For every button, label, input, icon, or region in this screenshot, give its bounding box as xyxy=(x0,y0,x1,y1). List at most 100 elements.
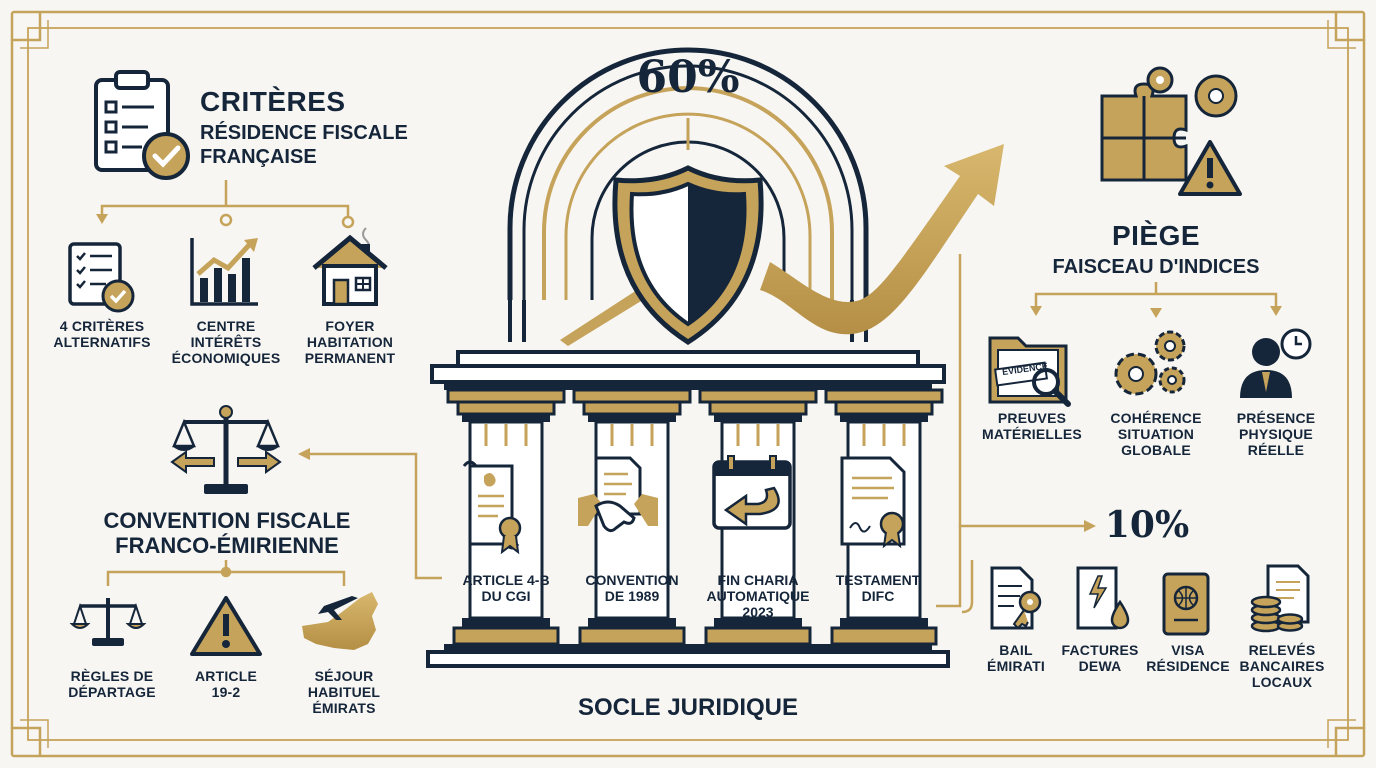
shield-icon xyxy=(612,165,764,345)
pillar-4-label: Testament DIFC xyxy=(818,572,938,604)
warning-icon xyxy=(190,596,262,656)
decorative-frame xyxy=(10,10,1366,758)
person-clock-icon xyxy=(1240,328,1312,398)
criteria-item-2: Centre intérêts économiques xyxy=(156,318,296,366)
pillar-3-line2: automatique xyxy=(706,588,810,605)
trap-item-3-line3: réelle xyxy=(1247,442,1305,459)
convention-item-2-line1: Article xyxy=(194,668,258,684)
pillar-2-line1: Convention xyxy=(585,572,679,588)
pillar-4-line2: DIFC xyxy=(861,588,895,605)
trap-item-1-line2: matérielles xyxy=(982,426,1082,443)
pillar-1-line2: du CGI xyxy=(481,588,531,605)
local-item-3-line1: Visa xyxy=(1171,642,1205,658)
local-item-4-line3: locaux xyxy=(1251,674,1313,691)
convention-title: Convention fiscale franco-émirienne xyxy=(60,508,394,559)
local-item-4: Relevés bancaires locaux xyxy=(1232,642,1332,690)
lease-key-icon xyxy=(990,566,1042,630)
criteria-item-1-line1: 4 critères xyxy=(59,318,145,334)
convention-item-3-line1: Séjour xyxy=(314,668,374,684)
scroll-seal-icon xyxy=(462,460,522,555)
local-item-3: Visa résidence xyxy=(1140,642,1236,674)
local-item-1-line1: Bail xyxy=(999,642,1033,658)
temple xyxy=(426,350,950,668)
local-item-4-line1: Relevés xyxy=(1248,642,1316,658)
gears-icon xyxy=(1114,330,1186,396)
convention-tree-connector xyxy=(106,560,346,586)
trap-item-1-line1: Preuves xyxy=(997,410,1067,426)
trap-item-2-line2: situation xyxy=(1117,426,1195,443)
arch-lines xyxy=(507,47,869,342)
local-evidence-bracket xyxy=(961,560,974,614)
trap-item-2-line1: Cohérence xyxy=(1110,410,1202,426)
criteria-item-2-line2: intérêts xyxy=(190,334,262,351)
house-icon xyxy=(312,227,388,306)
bank-statement-coins-icon xyxy=(1250,564,1310,633)
trap-title: Piège xyxy=(1111,220,1201,251)
convention-item-2-line2: 19-2 xyxy=(211,684,241,701)
pillar-3-line3: 2023 xyxy=(742,604,774,621)
trap-item-3-line1: Présence xyxy=(1236,410,1316,426)
local-item-2-line1: Factures xyxy=(1061,642,1139,658)
convention-item-3-line2: habituel xyxy=(307,684,381,701)
convention-connector xyxy=(298,448,442,580)
trap-subtitle: Faisceau d'indices xyxy=(1052,256,1260,278)
local-evidence-percent: 10% xyxy=(1104,504,1190,546)
scales-icon xyxy=(69,598,147,646)
trap-item-3: Présence physique réelle xyxy=(1208,410,1344,458)
criteria-item-1-line2: alternatifs xyxy=(53,334,151,351)
criteria-item-3-line2: habitation xyxy=(306,334,394,351)
growth-chart-icon xyxy=(190,238,258,306)
criteria-tree-connector xyxy=(96,180,355,229)
convention-title-line2: franco-émirienne xyxy=(115,533,339,559)
criteria-item-3-line1: Foyer xyxy=(325,318,375,334)
checklist-icon xyxy=(94,70,190,180)
convention-item-1: Règles de départage xyxy=(44,668,180,700)
criteria-item-1: 4 critères alternatifs xyxy=(34,318,170,350)
puzzle-gears-warning-icon xyxy=(1100,66,1242,196)
pillar-1-label: Article 4-B du CGI xyxy=(446,572,566,604)
passport-icon xyxy=(1162,572,1210,636)
criteria-subtitle-line1: Résidence fiscale xyxy=(200,122,408,144)
pillar-3-label: Fin charia automatique 2023 xyxy=(692,572,824,620)
trap-item-2-line3: globale xyxy=(1121,442,1191,459)
local-item-1: Bail émirati xyxy=(970,642,1062,674)
legal-foundation-title: Socle juridique xyxy=(577,694,799,721)
convention-title-line1: Convention fiscale xyxy=(103,508,351,533)
calendar-arrow-icon xyxy=(712,455,792,530)
checklist-icon xyxy=(68,242,135,313)
convention-item-2: Article 19-2 xyxy=(160,668,292,700)
uae-map-plane-icon xyxy=(302,592,378,650)
local-item-1-line2: émirati xyxy=(987,658,1045,675)
local-item-3-line2: résidence xyxy=(1146,658,1230,675)
criteria-item-3: Foyer habitation permanent xyxy=(282,318,418,366)
criteria-item-2-line1: Centre xyxy=(196,318,256,334)
growth-arrow xyxy=(560,144,1004,346)
local-item-2-line2: DEWA xyxy=(1078,658,1122,675)
trap-item-2: Cohérence situation globale xyxy=(1088,410,1224,458)
pillar-2-label: Convention de 1989 xyxy=(566,572,698,604)
legal-foundation-percent: 60% xyxy=(636,52,740,103)
convention-item-1-line2: départage xyxy=(68,684,156,701)
evidence-connector xyxy=(936,254,1096,608)
scales-icon xyxy=(170,405,282,494)
convention-item-1-line1: Règles de xyxy=(70,668,154,684)
pillar-4-line1: Testament xyxy=(835,572,921,588)
pillar-2-line2: de 1989 xyxy=(604,588,660,605)
local-item-2: Factures DEWA xyxy=(1052,642,1148,674)
convention-item-3-line3: Émirats xyxy=(312,700,376,717)
trap-tree-connector xyxy=(1030,282,1282,318)
criteria-title: Critères xyxy=(200,86,346,117)
pillar-3-line1: Fin charia xyxy=(717,572,799,588)
convention-item-3: Séjour habituel Émirats xyxy=(276,668,412,716)
handshake-icon xyxy=(578,456,658,533)
trap-item-1: Preuves matérielles xyxy=(962,410,1102,442)
utility-bill-icon xyxy=(1076,566,1130,630)
certificate-icon xyxy=(840,456,906,549)
criteria-item-2-line3: économiques xyxy=(171,350,281,367)
local-item-4-line2: bancaires xyxy=(1239,658,1325,675)
trap-item-3-line2: physique xyxy=(1239,426,1313,443)
criteria-subtitle-line2: française xyxy=(200,146,317,168)
pillar-1-line1: Article 4-B xyxy=(462,572,550,588)
